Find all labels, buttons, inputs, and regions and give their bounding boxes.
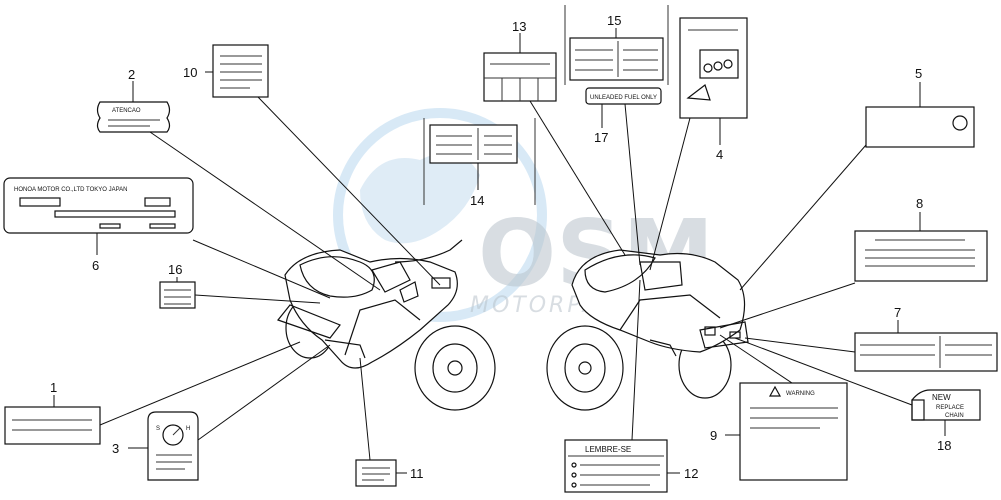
right-fairing	[571, 249, 746, 353]
label-1	[4, 406, 101, 445]
label-10	[212, 44, 269, 98]
right-motorcycle	[546, 249, 749, 411]
label-16	[159, 281, 196, 309]
label-8	[854, 230, 988, 282]
callout-8: 8	[916, 196, 923, 211]
warning-text: WARNING	[786, 391, 815, 397]
callout-17: 17	[594, 130, 608, 145]
label-14	[423, 118, 536, 205]
label-2: ATENCAO	[96, 101, 171, 133]
label-9: WARNING	[739, 382, 848, 481]
left-rear-wheel	[414, 325, 496, 411]
callout-16: 16	[168, 262, 182, 277]
replace-text: REPLACE	[936, 405, 964, 411]
svg-text:H: H	[186, 426, 190, 432]
label-18: NEW REPLACE CHAIN	[911, 389, 981, 421]
label-17: UNLEADED FUEL ONLY	[585, 87, 662, 105]
label-7	[854, 332, 998, 372]
callout-18: 18	[937, 438, 951, 453]
label-13	[483, 52, 557, 102]
callout-9: 9	[710, 428, 717, 443]
lembre-text: LEMBRE-SE	[585, 445, 631, 454]
callout-10: 10	[183, 65, 197, 80]
label-12: LEMBRE-SE	[564, 439, 668, 493]
callout-2: 2	[128, 67, 135, 82]
callout-numbers: 1 2 3 4 5 6 7 8 9 10 11 12 13 14 15 16 1…	[50, 13, 951, 481]
left-fairing	[284, 249, 458, 369]
new-text: NEW	[932, 393, 951, 402]
right-front-wheel	[546, 325, 624, 411]
label-11	[355, 459, 397, 487]
callout-14: 14	[470, 193, 484, 208]
label-5	[865, 106, 975, 148]
callout-11: 11	[410, 466, 424, 481]
callout-13: 13	[512, 19, 526, 34]
callout-5: 5	[915, 66, 922, 81]
callout-15: 15	[607, 13, 621, 28]
callout-3: 3	[112, 441, 119, 456]
leader-lines	[53, 28, 946, 474]
callout-6: 6	[92, 258, 99, 273]
callout-7: 7	[894, 305, 901, 320]
callout-4: 4	[716, 147, 723, 162]
chain-text: CHAIN	[945, 413, 964, 419]
left-motorcycle	[277, 239, 496, 411]
plate-text: HONOA MOTOR CO.,LTD TOKYO JAPAN	[14, 187, 127, 193]
watermark-globe-ring	[333, 108, 547, 322]
svg-text:S: S	[156, 426, 160, 432]
fuel-text: UNLEADED FUEL ONLY	[590, 95, 657, 101]
label-3: S H	[147, 411, 199, 481]
label-4	[679, 17, 748, 119]
label-6: HONOA MOTOR CO.,LTD TOKYO JAPAN	[3, 177, 194, 234]
callout-1: 1	[50, 380, 57, 395]
left-muffler	[277, 304, 341, 339]
watermark-globe-land	[360, 152, 480, 244]
callout-12: 12	[684, 466, 698, 481]
atencao-text: ATENCAO	[112, 108, 141, 114]
